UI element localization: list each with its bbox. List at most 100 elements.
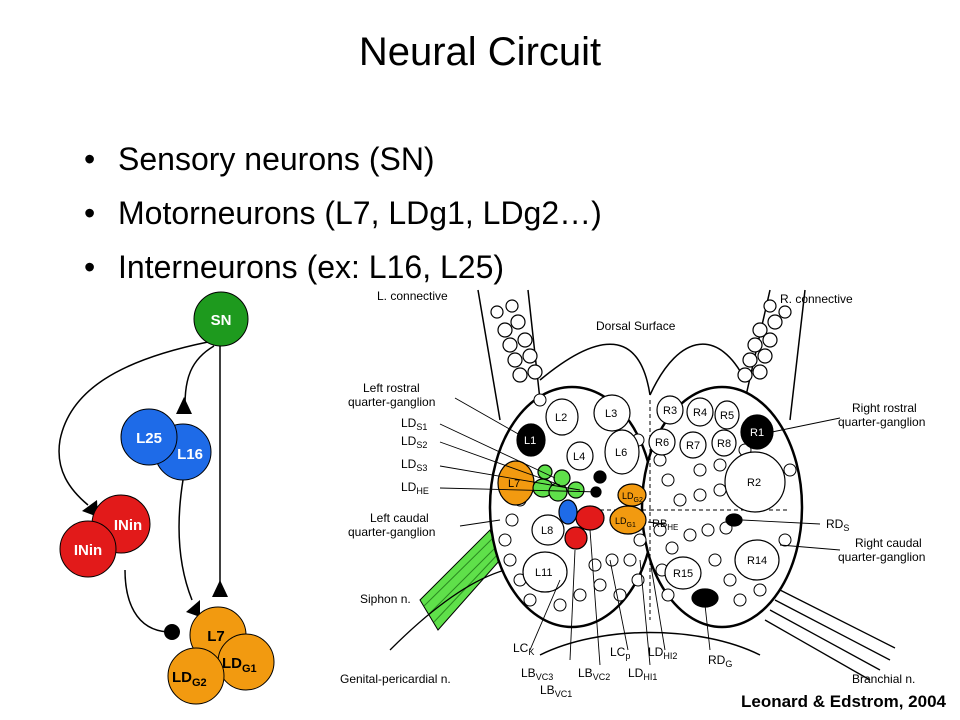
cell-green-5 — [537, 464, 553, 480]
cell-r3 — [656, 395, 684, 425]
cell-r4 — [686, 397, 714, 427]
label-lbvc2: LBVC2 — [578, 666, 610, 682]
cell-rds — [725, 513, 743, 527]
left-leader-lines — [439, 397, 711, 666]
cell-l6 — [604, 429, 640, 475]
cell-r3-label: R3 — [663, 405, 677, 417]
cell-r1-label: R1 — [750, 427, 764, 439]
cell-ldg1-label: LDG1 — [615, 516, 636, 529]
label-rdg: RDG — [708, 653, 732, 669]
label-left-rostral-2: quarter-ganglion — [348, 395, 435, 409]
bullet-inter: Interneurons (ex: L16, L25) — [78, 240, 602, 294]
cell-r14-label: R14 — [747, 555, 767, 567]
cell-ldg1 — [609, 505, 647, 535]
cell-r8 — [711, 429, 737, 457]
cell-r6 — [648, 428, 676, 456]
cell-l1 — [516, 423, 546, 457]
cell-l3-label: L3 — [605, 408, 617, 420]
cell-r6-label: R6 — [655, 437, 669, 449]
label-left-caudal-2: quarter-ganglion — [348, 525, 435, 539]
cell-l6-label: L6 — [615, 447, 627, 459]
siphon-nerve — [419, 529, 501, 631]
label-lds1: LDS1 — [401, 416, 427, 432]
label-right-caudal-1: Right caudal — [855, 536, 922, 550]
cell-l7-label: L7 — [508, 478, 520, 490]
neuron-inin-front — [59, 520, 117, 578]
label-ldhe: LDHE — [401, 480, 429, 496]
bullet-motor: Motorneurons (L7, LDg1, LDg2…) — [78, 186, 602, 240]
neuron-inin-back-label: INin — [114, 517, 142, 534]
left-outer-nerve — [389, 569, 506, 651]
label-siphon: Siphon n. — [360, 592, 411, 606]
left-connective-bundle — [490, 299, 543, 383]
label-right-rostral-2: quarter-ganglion — [838, 415, 925, 429]
label-right-caudal-2: quarter-ganglion — [838, 550, 925, 564]
right-leader-lines — [647, 417, 841, 551]
label-lbvc3: LBVC3 — [521, 666, 553, 682]
label-ldhi2: LDHI2 — [648, 645, 677, 661]
label-rds: RDS — [826, 517, 849, 533]
cell-rdg — [691, 588, 719, 608]
cell-r15-label: R15 — [673, 568, 693, 580]
cell-l11 — [522, 551, 568, 593]
neuron-sn — [193, 291, 249, 347]
cell-r5-label: R5 — [720, 410, 734, 422]
cell-l3 — [593, 394, 631, 432]
inin-to-l7-line — [124, 569, 169, 633]
label-branchial: Branchial n. — [852, 672, 915, 686]
cell-blue — [558, 499, 578, 525]
neuron-l7-label: L7 — [207, 628, 225, 645]
cell-r4-label: R4 — [693, 407, 707, 419]
neuron-ldg2 — [167, 647, 225, 705]
right-named-cells — [648, 395, 786, 608]
circuit-connections — [58, 341, 221, 633]
cell-r7 — [679, 431, 707, 459]
l16-to-l7-line — [178, 479, 193, 601]
cell-red-2 — [564, 526, 588, 550]
label-lck: LCK — [513, 641, 534, 657]
label-dorsal-surface: Dorsal Surface — [596, 319, 676, 333]
neuron-l16-label: L16 — [177, 446, 203, 463]
cell-l4 — [566, 441, 594, 471]
cell-l11-label: L11 — [535, 567, 553, 579]
cell-r5 — [714, 400, 740, 430]
sn-to-l16-line — [184, 345, 215, 406]
label-r-connective: R. connective — [780, 292, 853, 306]
cell-l8-label: L8 — [541, 525, 553, 537]
cell-l2 — [545, 398, 579, 436]
label-lds3: LDS3 — [401, 457, 427, 473]
label-left-caudal-1: Left caudal — [370, 511, 429, 525]
neuron-ldg1-label: LDG1 — [222, 655, 257, 675]
genital-nerve — [539, 631, 761, 656]
label-right-rostral-1: Right rostral — [852, 401, 917, 415]
label-left-rostral-1: Left rostral — [363, 381, 420, 395]
cell-r2-label: R2 — [747, 477, 761, 489]
cell-green-4 — [567, 481, 585, 499]
right-connective-bundle — [737, 299, 792, 383]
neuron-l25 — [120, 408, 178, 466]
cell-r2 — [724, 451, 786, 513]
citation: Leonard & Edstrom, 2004 — [740, 692, 946, 711]
branchial-nerve — [764, 589, 896, 681]
cell-labels: L1 L2 L3 L4 L6 L7 L8 L11 LDG2 LDG1 R1 R2… — [508, 405, 767, 580]
cell-r7-label: R7 — [686, 440, 700, 452]
arrowhead-l16-l7 — [186, 600, 200, 617]
sn-to-inin-line — [58, 341, 209, 506]
cell-l4-label: L4 — [573, 451, 585, 463]
cell-l2-label: L2 — [555, 412, 567, 424]
neuron-ldg2-label: LDG2 — [172, 669, 207, 689]
arrowhead-sn-l16 — [176, 397, 192, 414]
connective-nerves — [477, 289, 806, 421]
label-lds2: LDS2 — [401, 434, 427, 450]
arrowhead-sn-l7 — [212, 580, 228, 597]
label-rbhe: RBHE — [652, 518, 678, 532]
cell-l8 — [531, 514, 565, 546]
label-genital: Genital-pericardial n. — [340, 672, 451, 686]
cell-l1-label: L1 — [524, 435, 536, 447]
neuron-sn-label: SN — [211, 312, 232, 329]
label-lbvc1: LBVC1 — [540, 683, 572, 699]
small-cells — [498, 393, 797, 612]
slide-title: Neural Circuit — [358, 30, 602, 74]
bullet-sensory: Sensory neurons (SN) — [78, 132, 602, 186]
